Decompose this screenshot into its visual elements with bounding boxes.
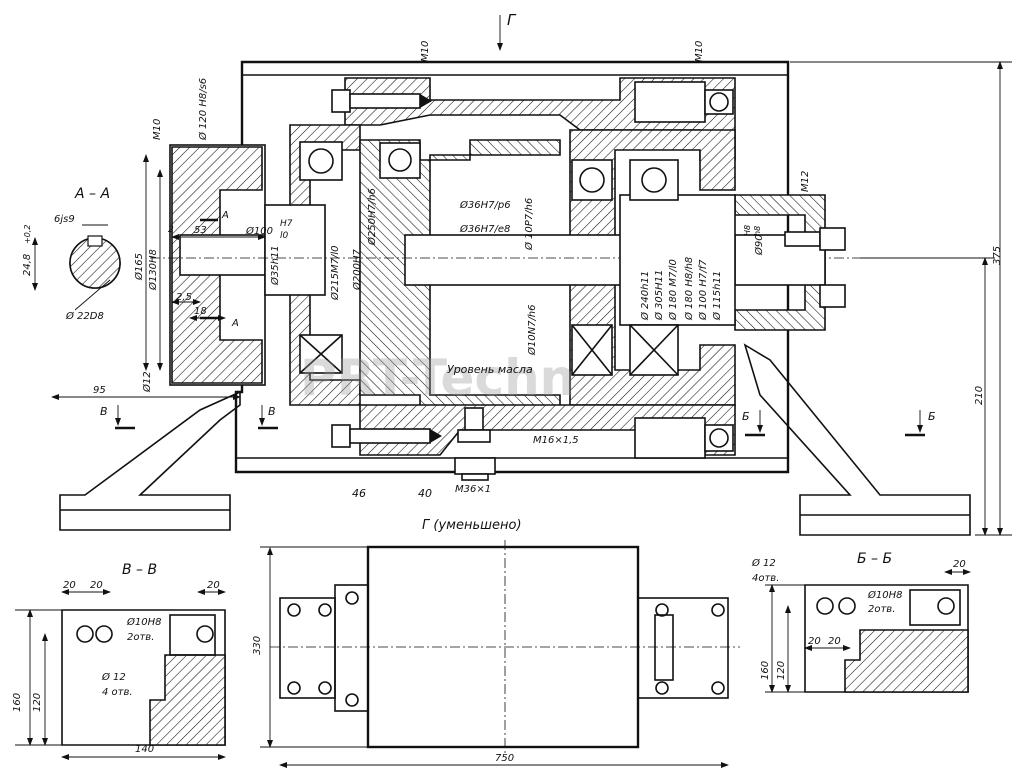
g-dim-w750: 750 <box>495 753 514 764</box>
dim-d215: Ø215M7/l0 <box>329 246 341 301</box>
callout-m36: M36×1 <box>455 484 491 495</box>
v-dim-h160: 160 <box>12 693 23 712</box>
dim-d305: Ø 305H11 <box>653 270 665 321</box>
part-40-label: 40 <box>418 487 432 500</box>
key-width-label: 6js9 <box>54 214 75 225</box>
dim-d115: Ø 115h11 <box>711 271 723 321</box>
section-b-b <box>765 569 971 693</box>
b-dim-h160: 160 <box>760 661 771 680</box>
dim-d90-fit-top: H8 <box>743 225 752 236</box>
section-mark-a-top: А <box>221 210 229 221</box>
callout-m12: M12 <box>800 171 811 192</box>
section-mark-a-bottom: А <box>231 318 239 329</box>
b-dim-h120: 120 <box>776 661 787 680</box>
b-dim-w20b: 20 <box>808 636 821 647</box>
callout-m10-top: M10 <box>420 41 431 62</box>
section-v-title: В – В <box>122 562 157 578</box>
watermark: PRT-Techn <box>300 349 575 407</box>
callout-m10-left: M10 <box>152 119 163 140</box>
dim-l210: 210 <box>974 386 985 405</box>
housing-frame <box>234 60 790 474</box>
main-section-view <box>51 15 1012 536</box>
section-mark-v-left: В <box>100 405 108 418</box>
dim-l95: 95 <box>93 385 106 396</box>
bolt-bottom-right <box>634 417 734 459</box>
bearing-right-upper <box>571 159 679 201</box>
drain-plug <box>454 457 496 481</box>
bolt-m12-right <box>784 227 846 308</box>
key-height-tol: +0,2 <box>23 225 32 244</box>
dim-d10p7: Ø 10P7/h6 <box>523 198 535 251</box>
oil-level-label: Уровень масла <box>447 363 533 376</box>
part-46-label: 46 <box>352 487 366 500</box>
v-dim-hole10-count: 2отв. <box>127 632 154 643</box>
v-dim-w20c: 20 <box>207 580 220 591</box>
dim-d90-fit-bot: h8 <box>753 226 762 236</box>
dim-d250: Ø250H7/h6 <box>366 188 378 246</box>
v-dim-w20a: 20 <box>63 580 76 591</box>
dim-l2: 2 <box>168 225 174 235</box>
view-g <box>260 540 740 768</box>
dim-d36b: Ø36H7/e8 <box>459 223 510 235</box>
bolt-top-right <box>634 81 734 123</box>
bearing-left-upper <box>299 141 343 181</box>
planet-carrier <box>359 139 561 411</box>
bolt-bottom-left <box>331 424 442 448</box>
b-dim-hole10-count: 2отв. <box>868 604 895 615</box>
dim-d36a: Ø36H7/p6 <box>459 199 511 211</box>
v-dim-hole12: Ø 12 <box>101 671 126 683</box>
bearing-right-lower <box>571 324 679 376</box>
v-dim-w20b: 20 <box>90 580 103 591</box>
dim-d100: Ø100 <box>245 225 273 237</box>
dim-l2-5: 2,5 <box>176 292 192 303</box>
callout-m10-right: M10 <box>694 41 705 62</box>
dim-d180h8: Ø 180 H8/h8 <box>683 257 695 321</box>
view-arrow-label: Г <box>507 11 517 29</box>
dim-d130: Ø130H8 <box>147 249 159 291</box>
bolt-top-left <box>331 89 432 113</box>
g-dim-h330: 330 <box>252 636 263 655</box>
b-dim-hole12-count: 4отв. <box>752 573 779 584</box>
dim-d120: Ø 120 H8/s6 <box>197 78 209 141</box>
section-mark-b-right: Б <box>928 410 936 423</box>
bearing-left-lower <box>299 334 343 374</box>
callout-m16: M16×1,5 <box>533 435 579 446</box>
dim-l53: 53 <box>194 225 207 236</box>
dim-d10n7: Ø10N7/h6 <box>526 304 538 356</box>
dim-d90: Ø90 <box>753 234 765 256</box>
section-a-a <box>32 224 121 311</box>
dim-d35: Ø35h11 <box>269 245 281 286</box>
shaft-diameter-label: Ø 22D8 <box>65 310 104 322</box>
section-mark-b-left: Б <box>742 410 750 423</box>
dim-d12: Ø12 <box>141 371 153 393</box>
left-foot <box>59 390 241 531</box>
bearing-mid-upper <box>379 142 421 179</box>
view-g-title: Г (уменьшено) <box>422 518 522 533</box>
dim-l18: 18 <box>194 306 207 317</box>
section-b-title: Б – Б <box>857 551 892 567</box>
b-dim-hole10: Ø10H8 <box>867 589 902 601</box>
v-dim-h120: 120 <box>32 693 43 712</box>
b-dim-w20a: 20 <box>953 559 966 570</box>
v-dim-hole10: Ø10H8 <box>126 616 161 628</box>
key-height-label: 24,8 <box>22 254 33 276</box>
dim-d165: Ø165 <box>133 253 145 281</box>
v-dim-hole12-count: 4 отв. <box>102 687 133 698</box>
dim-d180m7: Ø 180 M7/l0 <box>667 259 679 321</box>
v-dim-w140: 140 <box>135 744 154 755</box>
right-foot <box>743 343 971 536</box>
dim-d200: Ø200H7 <box>351 249 363 291</box>
section-v-v <box>15 589 226 760</box>
dim-l375: 375 <box>992 246 1003 265</box>
b-dim-w20c: 20 <box>828 636 841 647</box>
section-a-title: А – А <box>74 186 110 202</box>
dim-d100h7: Ø 100 H7/f7 <box>697 259 709 321</box>
section-mark-v-right: В <box>268 405 276 418</box>
dim-d100-fit-bot: l0 <box>280 231 289 241</box>
dim-d100-fit-top: H7 <box>280 219 293 229</box>
oil-plug <box>457 407 491 443</box>
dim-d240: Ø 240h11 <box>639 271 651 321</box>
b-dim-hole12: Ø 12 <box>751 557 776 569</box>
